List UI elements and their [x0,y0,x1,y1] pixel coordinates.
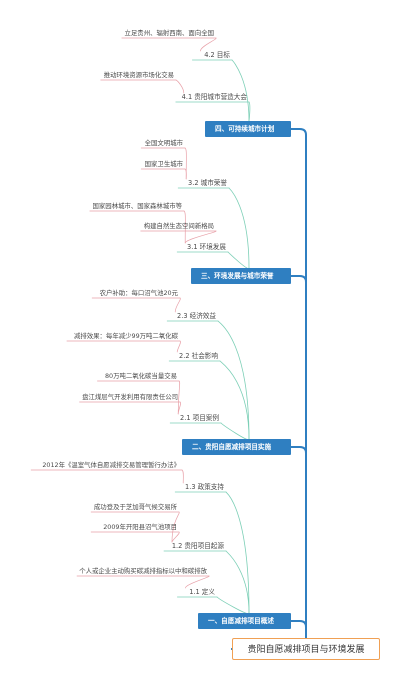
leaf-node[interactable]: 全国文明城市 [144,139,183,147]
leaf-connector [177,401,181,415]
subtopic-node[interactable]: 2.2 社会影响 [179,352,218,360]
trunk-branch [231,275,307,650]
leaf-node[interactable]: 个人或企业主动购买碳减排指标以中和碳排放 [79,567,207,575]
leaf-node[interactable]: 成功登及于芝加哥气候交易所 [93,503,177,511]
leaf-node[interactable]: 80万吨二氧化碳当量交易 [104,372,177,380]
subtopic-connector [231,59,250,122]
leaf-node[interactable]: 国家卫生城市 [144,160,183,168]
section-node[interactable]: 三、环境发展与城市荣誉 [191,268,291,284]
section-node[interactable]: 一、自愿减排项目概述 [198,613,291,629]
section-node[interactable]: 四、可持续城市计划 [205,121,291,137]
leaf-connector [177,380,181,415]
root-node[interactable]: 贵阳自愿减排项目与环境发展 [232,638,380,660]
subtopic-node[interactable]: 2.3 经济效益 [177,312,216,320]
leaf-node[interactable]: 推动环境资源市场化交易 [103,71,174,79]
subtopic-node[interactable]: 2.1 项目案例 [180,414,219,422]
subtopic-node[interactable]: 1.3 政策支持 [185,483,224,491]
trunk-branch [231,128,307,650]
leaf-connector [171,511,180,543]
leaf-node[interactable]: 2012年《温室气体自愿减排交易管理暂行办法》 [42,461,180,469]
subtopic-connector [225,550,250,614]
leaf-connector [176,340,181,353]
leaf-node[interactable]: 立足贵州、辐射西南、面向全国 [124,29,214,37]
leaf-node[interactable]: 农户补助：每口沼气池20元 [99,289,178,297]
leaf-connector [175,79,185,94]
section-node[interactable]: 二、贵阳自愿减排项目实施 [182,439,291,455]
leaf-connector [200,37,217,52]
leaf-node[interactable]: 减排效果：每年减少99万吨二氧化碳 [74,332,178,340]
subtopic-connector [220,422,250,440]
subtopic-node[interactable]: 4.2 目标 [204,51,230,59]
subtopic-connector [216,596,250,614]
subtopic-connector [217,320,250,440]
leaf-connector [171,531,180,543]
subtopic-connector [227,251,250,269]
subtopic-node[interactable]: 3.1 环境发展 [187,243,226,251]
leaf-connector [174,297,181,313]
subtopic-connector [219,360,250,440]
subtopic-node[interactable]: 4.1 贵阳城市营造大会 [181,93,247,101]
leaf-node[interactable]: 国家园林城市、国家森林城市等 [92,202,182,210]
leaf-node[interactable]: 构建自然生态空间新格局 [143,222,214,230]
subtopic-node[interactable]: 1.2 贵阳项目起源 [171,542,224,550]
subtopic-connector [228,187,250,269]
leaf-connector [181,469,184,484]
leaf-connector [184,168,187,180]
subtopic-connector [225,491,250,614]
subtopic-node[interactable]: 3.2 城市荣誉 [188,179,227,187]
subtopic-node[interactable]: 1.1 定义 [189,588,215,596]
leaf-connector [183,210,186,244]
leaf-node[interactable]: 2009年开阳县沼气池项目 [103,523,177,531]
leaf-connector [185,575,210,589]
leaf-node[interactable]: 盘江煤层气开发利用有限责任公司 [82,393,178,401]
leaf-connector [184,230,217,244]
subtopic-connector [248,101,251,122]
